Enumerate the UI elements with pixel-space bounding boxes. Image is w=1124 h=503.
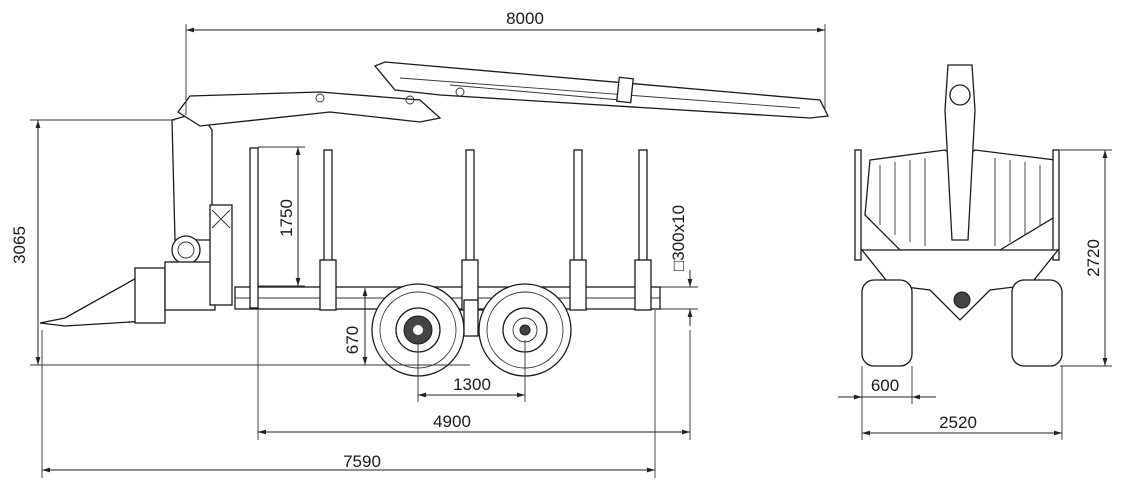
- dim-2720: 2720: [1084, 239, 1103, 277]
- wheel-rear: [478, 283, 572, 377]
- dim-3065: 3065: [10, 226, 29, 264]
- crane-base: [164, 261, 216, 311]
- dimensions: 8000 3065 1750 □300x10 670 1300 4900 759…: [10, 9, 1112, 478]
- main-boom: [177, 91, 442, 127]
- dim-670: 670: [343, 326, 362, 354]
- crane-support: [209, 204, 233, 306]
- dim-4900: 4900: [433, 412, 471, 431]
- wheel-front: [371, 283, 465, 377]
- jib-boom: [373, 61, 829, 119]
- slewing-unit: [171, 235, 201, 265]
- drawbar-hitch: [134, 267, 166, 324]
- dim-frame-profile: □300x10: [669, 205, 688, 271]
- rear-wheel-right: [1011, 279, 1063, 367]
- bogie-pivot: [463, 299, 479, 337]
- rear-crane-column: [944, 64, 976, 241]
- rear-view-trailer: [854, 64, 1063, 367]
- dim-1300: 1300: [453, 375, 491, 394]
- dim-1750: 1750: [277, 199, 296, 237]
- dim-600: 600: [871, 376, 899, 395]
- side-view-trailer: [39, 61, 829, 377]
- stakes: [249, 147, 652, 311]
- rear-wheel-left: [861, 279, 913, 367]
- crane-column: [171, 111, 213, 241]
- dim-7590: 7590: [343, 452, 381, 471]
- dim-8000: 8000: [506, 9, 544, 28]
- dim-2520: 2520: [939, 413, 977, 432]
